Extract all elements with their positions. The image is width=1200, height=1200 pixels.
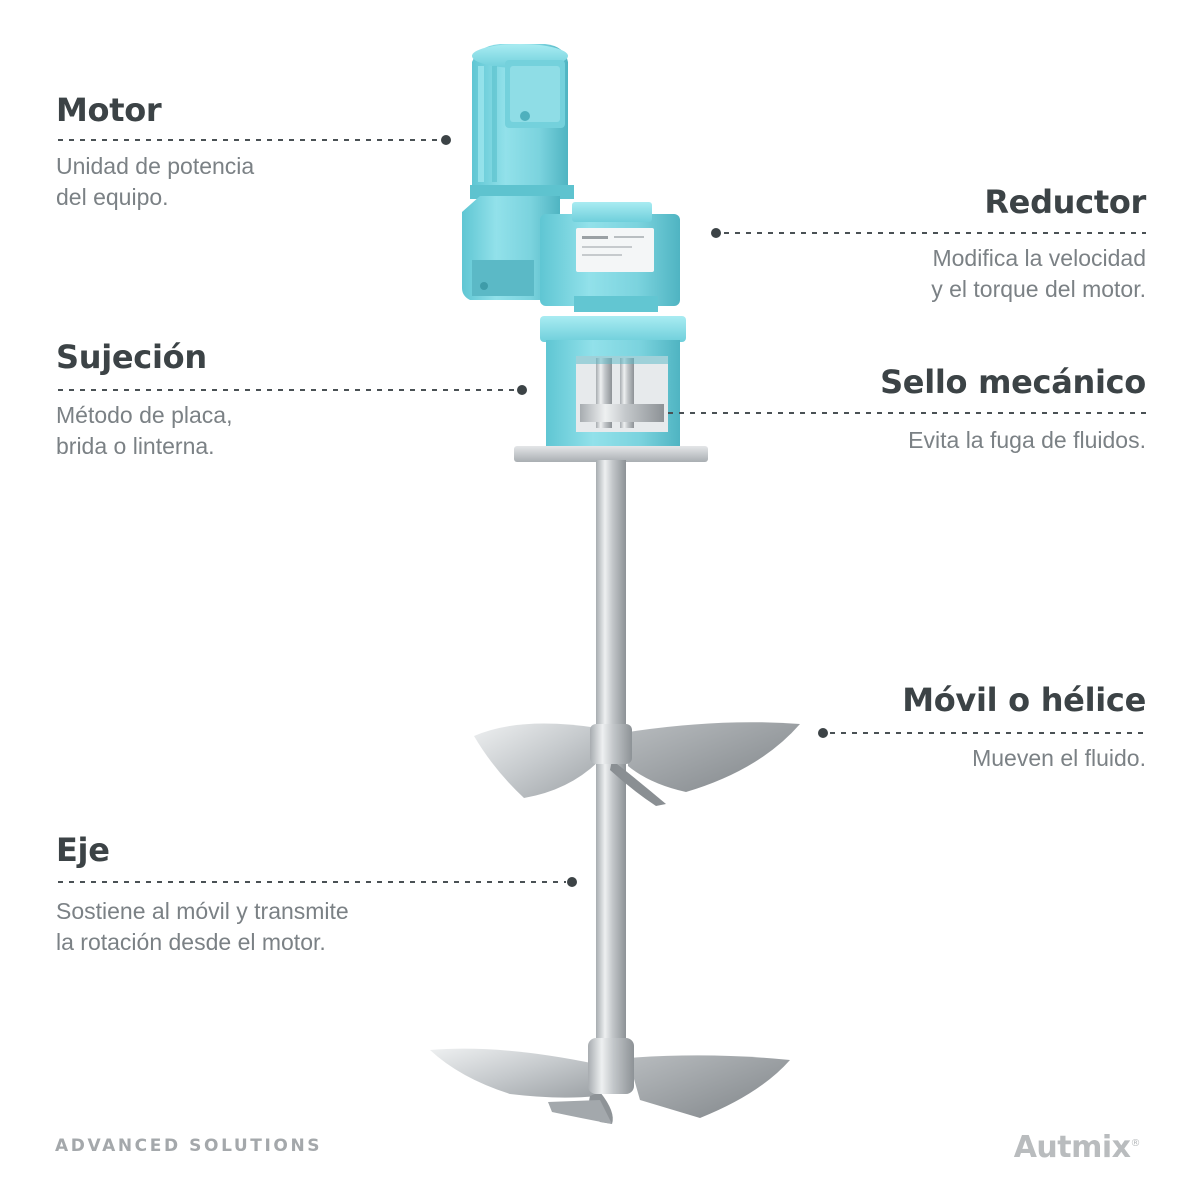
label-title: Móvil o hélice	[902, 681, 1146, 719]
label-title: Sello mecánico	[880, 363, 1146, 401]
label-description: Método de placa, brida o linterna.	[56, 402, 233, 459]
label-description: Sostiene al móvil y transmite la rotació…	[56, 898, 349, 955]
brand-name: Autmix	[1013, 1130, 1131, 1165]
eje-label: Eje Sostiene al móvil y transmite la rot…	[56, 830, 349, 958]
motor-dot	[441, 135, 451, 145]
leader-lines	[58, 139, 1146, 883]
reductor-dot	[711, 228, 721, 238]
motor-graphic	[470, 44, 574, 199]
label-title: Reductor	[984, 183, 1146, 221]
brand-logo: Autmix®	[1013, 1130, 1141, 1165]
sujecion-label: Sujeción Método de placa, brida o linter…	[56, 337, 232, 462]
upper-impeller-graphic	[474, 722, 800, 806]
leader-dots	[441, 135, 828, 887]
label-description: Modifica la velocidad y el torque del mo…	[931, 245, 1146, 302]
registered-mark: ®	[1130, 1138, 1141, 1149]
lantern-graphic	[540, 316, 686, 448]
eje-dot	[567, 877, 577, 887]
label-description: Unidad de potencia del equipo.	[56, 153, 255, 210]
motor-label: Motor Unidad de potencia del equipo.	[56, 90, 254, 213]
label-title: Eje	[56, 831, 110, 869]
sujecion-dot	[517, 385, 527, 395]
reductor-label: Reductor Modifica la velocidad y el torq…	[931, 182, 1146, 305]
tagline: ADVANCED SOLUTIONS	[55, 1136, 323, 1156]
flange-graphic	[514, 446, 708, 462]
reducer-graphic	[462, 196, 680, 312]
label-description: Evita la fuga de fluidos.	[908, 427, 1146, 453]
movil-dot	[818, 728, 828, 738]
label-description: Mueven el fluido.	[972, 745, 1146, 771]
movil-label: Móvil o hélice Mueven el fluido.	[902, 680, 1146, 774]
label-title: Sujeción	[56, 338, 207, 376]
sello-label: Sello mecánico Evita la fuga de fluidos.	[880, 362, 1146, 456]
lower-impeller-graphic	[430, 1038, 790, 1124]
label-title: Motor	[56, 91, 162, 129]
